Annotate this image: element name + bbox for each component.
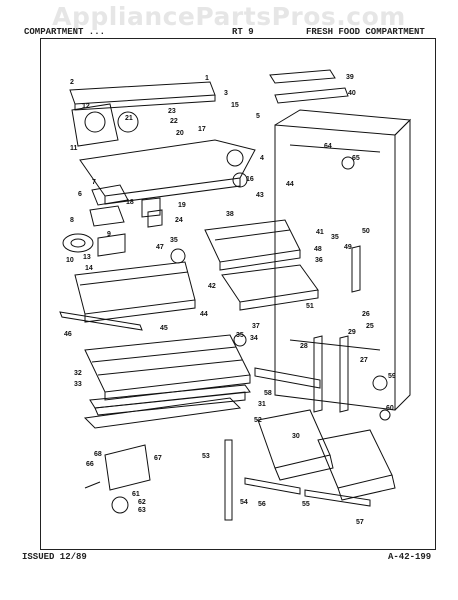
svg-text:67: 67 bbox=[154, 455, 162, 462]
cold-control-housing bbox=[71, 103, 119, 147]
lower-shelf bbox=[84, 334, 251, 393]
svg-text:3: 3 bbox=[224, 90, 228, 97]
svg-text:45: 45 bbox=[160, 325, 168, 332]
svg-text:40: 40 bbox=[348, 90, 356, 97]
hinge-assembly bbox=[104, 444, 151, 491]
crisper-drawer-right bbox=[317, 429, 393, 489]
svg-text:54: 54 bbox=[240, 499, 248, 506]
svg-text:32: 32 bbox=[74, 370, 82, 377]
svg-text:4: 4 bbox=[260, 155, 264, 162]
svg-text:68: 68 bbox=[94, 451, 102, 458]
svg-text:13: 13 bbox=[83, 254, 91, 261]
control-panel bbox=[69, 81, 216, 105]
svg-text:44: 44 bbox=[200, 311, 208, 318]
svg-text:31: 31 bbox=[258, 401, 266, 408]
svg-text:46: 46 bbox=[64, 331, 72, 338]
footer-issued: ISSUED 12/89 bbox=[22, 552, 87, 562]
callout-labels: 1 2 3 4 5 6 7 8 9 10 11 12 13 14 15 16 1… bbox=[64, 74, 396, 526]
svg-text:49: 49 bbox=[344, 244, 352, 251]
svg-text:18: 18 bbox=[126, 199, 134, 206]
svg-text:52: 52 bbox=[254, 417, 262, 424]
svg-text:44: 44 bbox=[286, 181, 294, 188]
svg-text:66: 66 bbox=[86, 461, 94, 468]
air-baffle bbox=[79, 139, 256, 197]
svg-text:6: 6 bbox=[78, 191, 82, 198]
svg-text:20: 20 bbox=[176, 130, 184, 137]
svg-text:62: 62 bbox=[138, 499, 146, 506]
svg-text:15: 15 bbox=[231, 102, 239, 109]
svg-text:5: 5 bbox=[256, 113, 260, 120]
svg-text:37: 37 bbox=[252, 323, 260, 330]
svg-text:59: 59 bbox=[388, 373, 396, 380]
header-right: FRESH FOOD COMPARTMENT bbox=[306, 27, 425, 37]
svg-text:51: 51 bbox=[306, 303, 314, 310]
header-model: RT 9 bbox=[232, 27, 254, 37]
svg-text:27: 27 bbox=[360, 357, 368, 364]
svg-text:39: 39 bbox=[346, 74, 354, 81]
svg-text:48: 48 bbox=[314, 246, 322, 253]
watermark: AppliancePartsPros.com bbox=[52, 2, 406, 31]
svg-text:53: 53 bbox=[202, 453, 210, 460]
svg-text:19: 19 bbox=[178, 202, 186, 209]
svg-text:21: 21 bbox=[125, 115, 133, 122]
svg-text:2: 2 bbox=[70, 79, 74, 86]
left-shelf bbox=[74, 261, 196, 315]
svg-text:35: 35 bbox=[236, 332, 244, 339]
upper-shelf bbox=[204, 219, 301, 263]
svg-text:12: 12 bbox=[82, 103, 90, 110]
svg-text:50: 50 bbox=[362, 228, 370, 235]
svg-text:23: 23 bbox=[168, 108, 176, 115]
svg-text:8: 8 bbox=[70, 217, 74, 224]
cabinet-liner bbox=[274, 124, 396, 411]
svg-text:60: 60 bbox=[386, 405, 394, 412]
svg-text:42: 42 bbox=[208, 283, 216, 290]
svg-text:35: 35 bbox=[331, 234, 339, 241]
page-header: COMPARTMENT ... RT 9 FRESH FOOD COMPARTM… bbox=[22, 24, 436, 40]
svg-text:25: 25 bbox=[366, 323, 374, 330]
svg-text:47: 47 bbox=[156, 244, 164, 251]
svg-text:22: 22 bbox=[170, 118, 178, 125]
svg-text:43: 43 bbox=[256, 192, 264, 199]
svg-text:26: 26 bbox=[362, 311, 370, 318]
svg-text:1: 1 bbox=[205, 75, 209, 82]
svg-text:33: 33 bbox=[74, 381, 82, 388]
svg-text:7: 7 bbox=[92, 179, 96, 186]
control-knob bbox=[62, 233, 94, 253]
svg-text:14: 14 bbox=[85, 265, 93, 272]
svg-text:35: 35 bbox=[170, 237, 178, 244]
diagram-frame bbox=[40, 38, 436, 550]
svg-text:36: 36 bbox=[315, 257, 323, 264]
svg-text:65: 65 bbox=[352, 155, 360, 162]
svg-text:9: 9 bbox=[107, 231, 111, 238]
svg-text:16: 16 bbox=[246, 176, 254, 183]
svg-text:29: 29 bbox=[348, 329, 356, 336]
svg-text:11: 11 bbox=[70, 145, 78, 152]
footer-page: A-42-199 bbox=[388, 552, 432, 562]
svg-text:55: 55 bbox=[302, 501, 310, 508]
svg-text:56: 56 bbox=[258, 501, 266, 508]
svg-text:58: 58 bbox=[264, 390, 272, 397]
svg-text:63: 63 bbox=[138, 507, 146, 514]
svg-text:17: 17 bbox=[198, 126, 206, 133]
svg-text:64: 64 bbox=[324, 143, 332, 150]
header-left: COMPARTMENT ... bbox=[24, 27, 106, 37]
crisper-cover bbox=[221, 264, 319, 303]
svg-text:61: 61 bbox=[132, 491, 140, 498]
svg-text:34: 34 bbox=[250, 335, 258, 342]
svg-text:38: 38 bbox=[226, 211, 234, 218]
svg-text:28: 28 bbox=[300, 343, 308, 350]
svg-text:57: 57 bbox=[356, 519, 364, 526]
svg-text:10: 10 bbox=[66, 257, 74, 264]
svg-text:30: 30 bbox=[292, 433, 300, 440]
svg-text:24: 24 bbox=[175, 217, 183, 224]
svg-text:41: 41 bbox=[316, 229, 324, 236]
